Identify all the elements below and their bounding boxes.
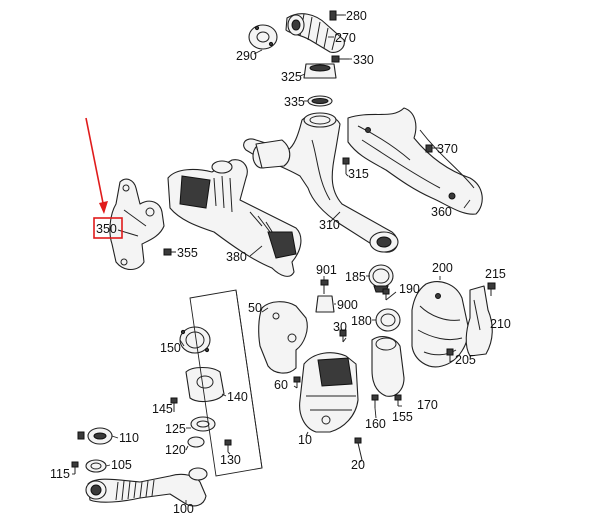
callout-20[interactable]: 20 (351, 458, 365, 472)
callout-115[interactable]: 115 (50, 467, 70, 481)
callout-205[interactable]: 205 (455, 353, 476, 367)
part-160-bolt (371, 394, 379, 408)
part-190-bolt (382, 288, 390, 300)
callout-270[interactable]: 270 (335, 31, 356, 45)
part-200-heat-shield (411, 281, 469, 368)
callout-10[interactable]: 10 (298, 433, 312, 447)
callout-140[interactable]: 140 (227, 390, 248, 404)
callout-160[interactable]: 160 (365, 417, 386, 431)
callout-900[interactable]: 900 (337, 298, 358, 312)
part-60-bolt (293, 376, 301, 388)
callout-310[interactable]: 310 (319, 218, 340, 232)
part-10-egr-valve (299, 352, 359, 433)
callout-190[interactable]: 190 (399, 282, 420, 296)
callout-330[interactable]: 330 (353, 53, 374, 67)
callout-901[interactable]: 901 (316, 263, 337, 277)
callout-120[interactable]: 120 (165, 443, 186, 457)
part-185-clamp (368, 264, 394, 293)
part-105-gasket (85, 459, 107, 473)
callout-125[interactable]: 125 (165, 422, 186, 436)
callout-105[interactable]: 105 (111, 458, 132, 472)
callout-100[interactable]: 100 (173, 502, 194, 516)
part-270-hose (285, 13, 345, 53)
part-210-bracket (465, 285, 493, 357)
callout-350[interactable]: 350 (96, 222, 117, 236)
part-205-bolt (446, 348, 454, 362)
part-30-bolt (339, 329, 347, 342)
part-155-bolt (394, 394, 402, 406)
callout-155[interactable]: 155 (392, 410, 413, 424)
part-901-bolt (320, 279, 329, 294)
callout-290[interactable]: 290 (236, 49, 257, 63)
part-290-flange (248, 24, 278, 50)
part-380-egr-cooler (167, 139, 302, 277)
highlight-arrow (85, 117, 108, 214)
callout-335[interactable]: 335 (284, 95, 305, 109)
part-115-bolt (71, 461, 79, 474)
part-120-ring (187, 436, 205, 448)
part-140-flange (185, 366, 225, 403)
part-280-bolt (329, 10, 344, 21)
part-100-pipe (85, 467, 208, 507)
callout-labels: 280 270 290 330 325 335 370 315 360 310 … (50, 9, 511, 516)
callout-360[interactable]: 360 (431, 205, 452, 219)
callout-370[interactable]: 370 (437, 142, 458, 156)
part-360-heat-shield (347, 107, 483, 215)
part-170-pipe (371, 336, 405, 397)
part-125-gasket (190, 416, 216, 432)
part-215-bolt (487, 282, 496, 296)
callout-200[interactable]: 200 (432, 261, 453, 275)
callout-215[interactable]: 215 (485, 267, 506, 281)
callout-325[interactable]: 325 (281, 70, 302, 84)
callout-380[interactable]: 380 (226, 250, 247, 264)
callout-130[interactable]: 130 (220, 453, 241, 467)
callout-185[interactable]: 185 (345, 270, 366, 284)
part-20-bolt (354, 437, 363, 461)
callout-30[interactable]: 30 (333, 320, 347, 334)
part-900-connector (315, 295, 335, 313)
callout-210[interactable]: 210 (490, 317, 511, 331)
part-335-gasket (307, 95, 333, 107)
part-325-clamp (303, 63, 337, 79)
part-330-bolt (331, 55, 349, 63)
part-130-bolt (224, 439, 232, 452)
callout-110[interactable]: 110 (119, 431, 139, 445)
part-110-clamp (77, 427, 113, 445)
callout-150[interactable]: 150 (160, 341, 181, 355)
highlight-box (93, 217, 123, 239)
assembly-frame (189, 289, 263, 477)
part-315-bolt (342, 157, 350, 174)
callout-50[interactable]: 50 (248, 301, 262, 315)
callout-145[interactable]: 145 (152, 402, 173, 416)
callout-315[interactable]: 315 (348, 167, 369, 181)
part-150-gasket (179, 326, 211, 354)
callout-355[interactable]: 355 (177, 246, 198, 260)
callout-180[interactable]: 180 (351, 314, 372, 328)
callout-170[interactable]: 170 (417, 398, 438, 412)
callout-280[interactable]: 280 (346, 9, 367, 23)
callout-60[interactable]: 60 (274, 378, 288, 392)
part-350-bracket (109, 178, 165, 271)
part-50-bracket (258, 301, 308, 374)
leader-lines (72, 14, 471, 504)
part-180-gasket (375, 308, 401, 332)
